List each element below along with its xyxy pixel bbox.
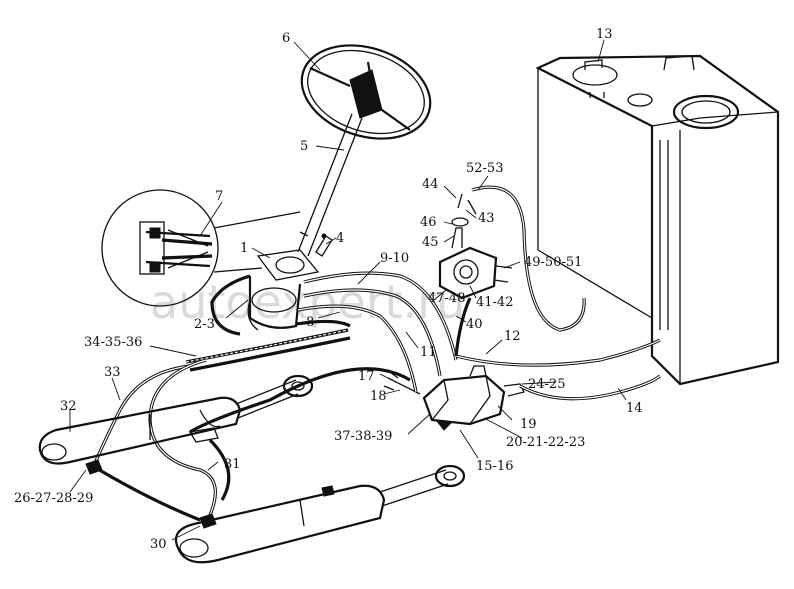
cylinder-lower <box>174 464 466 564</box>
fitting-4 <box>315 233 333 257</box>
label-9-10: 9-10 <box>380 251 409 266</box>
detail-circle <box>101 189 301 307</box>
valve-block-bottom <box>422 365 525 431</box>
label-4: 4 <box>336 231 344 246</box>
label-1: 1 <box>240 241 248 256</box>
label-31: 31 <box>224 457 241 472</box>
label-17: 17 <box>358 369 375 384</box>
label-47-48: 47-48 <box>428 291 465 306</box>
hydraulic-tank <box>535 54 780 386</box>
label-49-51: 49-50-51 <box>524 255 582 270</box>
label-13: 13 <box>596 27 613 42</box>
callout-labels: 6 5 13 7 1 4 2-3 8 9-10 11 12 14 15-16 1… <box>14 27 643 552</box>
steering-wheel <box>300 44 432 140</box>
label-45: 45 <box>422 235 439 250</box>
label-6: 6 <box>282 31 290 46</box>
label-15-16: 15-16 <box>476 459 513 474</box>
label-20-23: 20-21-22-23 <box>506 435 585 450</box>
label-33: 33 <box>104 365 121 380</box>
label-24-25: 24-25 <box>528 377 565 392</box>
label-8: 8 <box>306 315 314 330</box>
label-30: 30 <box>150 537 167 552</box>
steering-column <box>297 113 363 257</box>
label-11: 11 <box>420 345 437 360</box>
label-43: 43 <box>478 211 495 226</box>
label-2-3: 2-3 <box>194 317 215 332</box>
leader-lines <box>69 39 627 541</box>
steering-unit <box>247 249 320 331</box>
label-46: 46 <box>420 215 437 230</box>
hydraulic-hoses <box>92 185 661 522</box>
label-40: 40 <box>466 317 483 332</box>
valve-block-top <box>438 193 513 300</box>
label-12: 12 <box>504 329 521 344</box>
label-26-29: 26-27-28-29 <box>14 491 93 506</box>
label-37-39: 37-38-39 <box>334 429 392 444</box>
label-52-53: 52-53 <box>466 161 503 176</box>
cylinder-upper <box>38 374 314 465</box>
fittings-26-30 <box>85 459 217 529</box>
label-18: 18 <box>370 389 387 404</box>
label-19: 19 <box>520 417 537 432</box>
label-44: 44 <box>422 177 439 192</box>
label-14: 14 <box>626 401 643 416</box>
label-7: 7 <box>215 189 223 204</box>
label-34-36: 34-35-36 <box>84 335 142 350</box>
label-32: 32 <box>60 399 77 414</box>
label-41-42: 41-42 <box>476 295 513 310</box>
label-5: 5 <box>300 139 308 154</box>
